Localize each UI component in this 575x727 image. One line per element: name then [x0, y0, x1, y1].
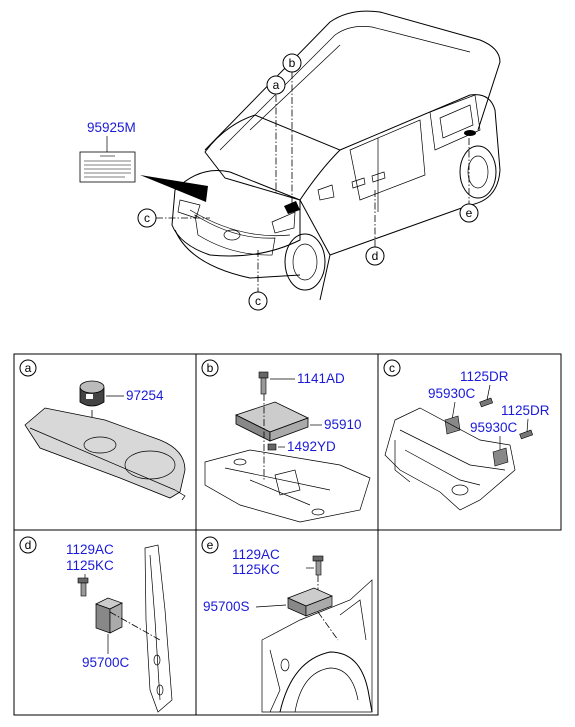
caution-label-sticker: [79, 151, 136, 183]
label-95925m-group: 95925M: [79, 120, 136, 183]
part-1125dr-upper: 1125DR: [460, 369, 509, 384]
callout-c-left: c: [137, 208, 157, 228]
part-1125dr-lower: 1125DR: [501, 403, 550, 418]
bolt-1141ad-icon: [258, 371, 269, 395]
side-sensor-95700s-icon: [287, 587, 333, 617]
svg-text:a: a: [273, 78, 280, 92]
svg-text:d: d: [372, 249, 379, 263]
svg-text:b: b: [289, 56, 296, 70]
part-95700c: 95700C: [82, 655, 130, 670]
callout-d-top: d: [365, 246, 385, 266]
callout-e-top: e: [459, 203, 479, 223]
part-1125kc-d: 1125KC: [66, 558, 114, 573]
nut-1492yd-icon: [267, 443, 277, 451]
svg-text:e: e: [466, 206, 473, 220]
panel-c-letter: c: [389, 361, 395, 375]
panel-c: [377, 353, 562, 531]
panel-b: [195, 353, 379, 531]
bolt-1125kc-e-icon: [312, 555, 324, 576]
panel-c-content: c 1125DR 95930C 1125DR 95930C: [383, 359, 550, 511]
part-95910: 95910: [324, 417, 362, 432]
svg-text:c: c: [144, 211, 150, 225]
bolt-1125kc-d-icon: [77, 577, 89, 597]
leader-lines: [156, 72, 470, 292]
part-1129ac-d: 1129AC: [66, 542, 114, 557]
part-95930c-upper: 95930C: [428, 386, 476, 401]
front-impact-sensor-lower-icon: [492, 447, 509, 467]
panel-a-letter: a: [25, 361, 32, 375]
part-1129ac-e: 1129AC: [232, 547, 280, 562]
bolt-1125dr-lower-icon: [519, 429, 534, 440]
sensor-97254-icon: [79, 380, 105, 407]
panel-b-letter: b: [207, 361, 214, 375]
panel-e: [195, 529, 379, 716]
part-1141ad: 1141AD: [297, 371, 345, 386]
panel-e-content: e 1129AC 1125KC 95700S: [201, 536, 373, 713]
bolt-1125dr-upper-icon: [479, 397, 494, 408]
callout-c-bottom: c: [248, 291, 268, 311]
srs-module-95910-icon: [234, 401, 310, 442]
part-1492yd: 1492YD: [287, 439, 336, 454]
part-97254: 97254: [126, 388, 164, 403]
panel-a-content: a 97254: [19, 359, 186, 501]
panel-d-letter: d: [25, 538, 32, 552]
van-illustration: [140, 10, 501, 301]
callout-a-top: a: [266, 75, 286, 95]
side-sensor-95700c-icon: [95, 597, 123, 634]
panel-d-content: d 1129AC 1125KC 95700C: [19, 536, 173, 713]
svg-text:c: c: [255, 294, 261, 308]
panel-b-content: b 1141AD 95910 1492YD: [201, 359, 371, 523]
callout-b-top: b: [282, 53, 302, 73]
part-95930c-lower: 95930C: [470, 420, 518, 435]
part-1125kc-e: 1125KC: [232, 562, 280, 577]
panel-e-letter: e: [207, 538, 214, 552]
part-95700s: 95700S: [203, 599, 250, 614]
part-95925m: 95925M: [87, 120, 136, 135]
